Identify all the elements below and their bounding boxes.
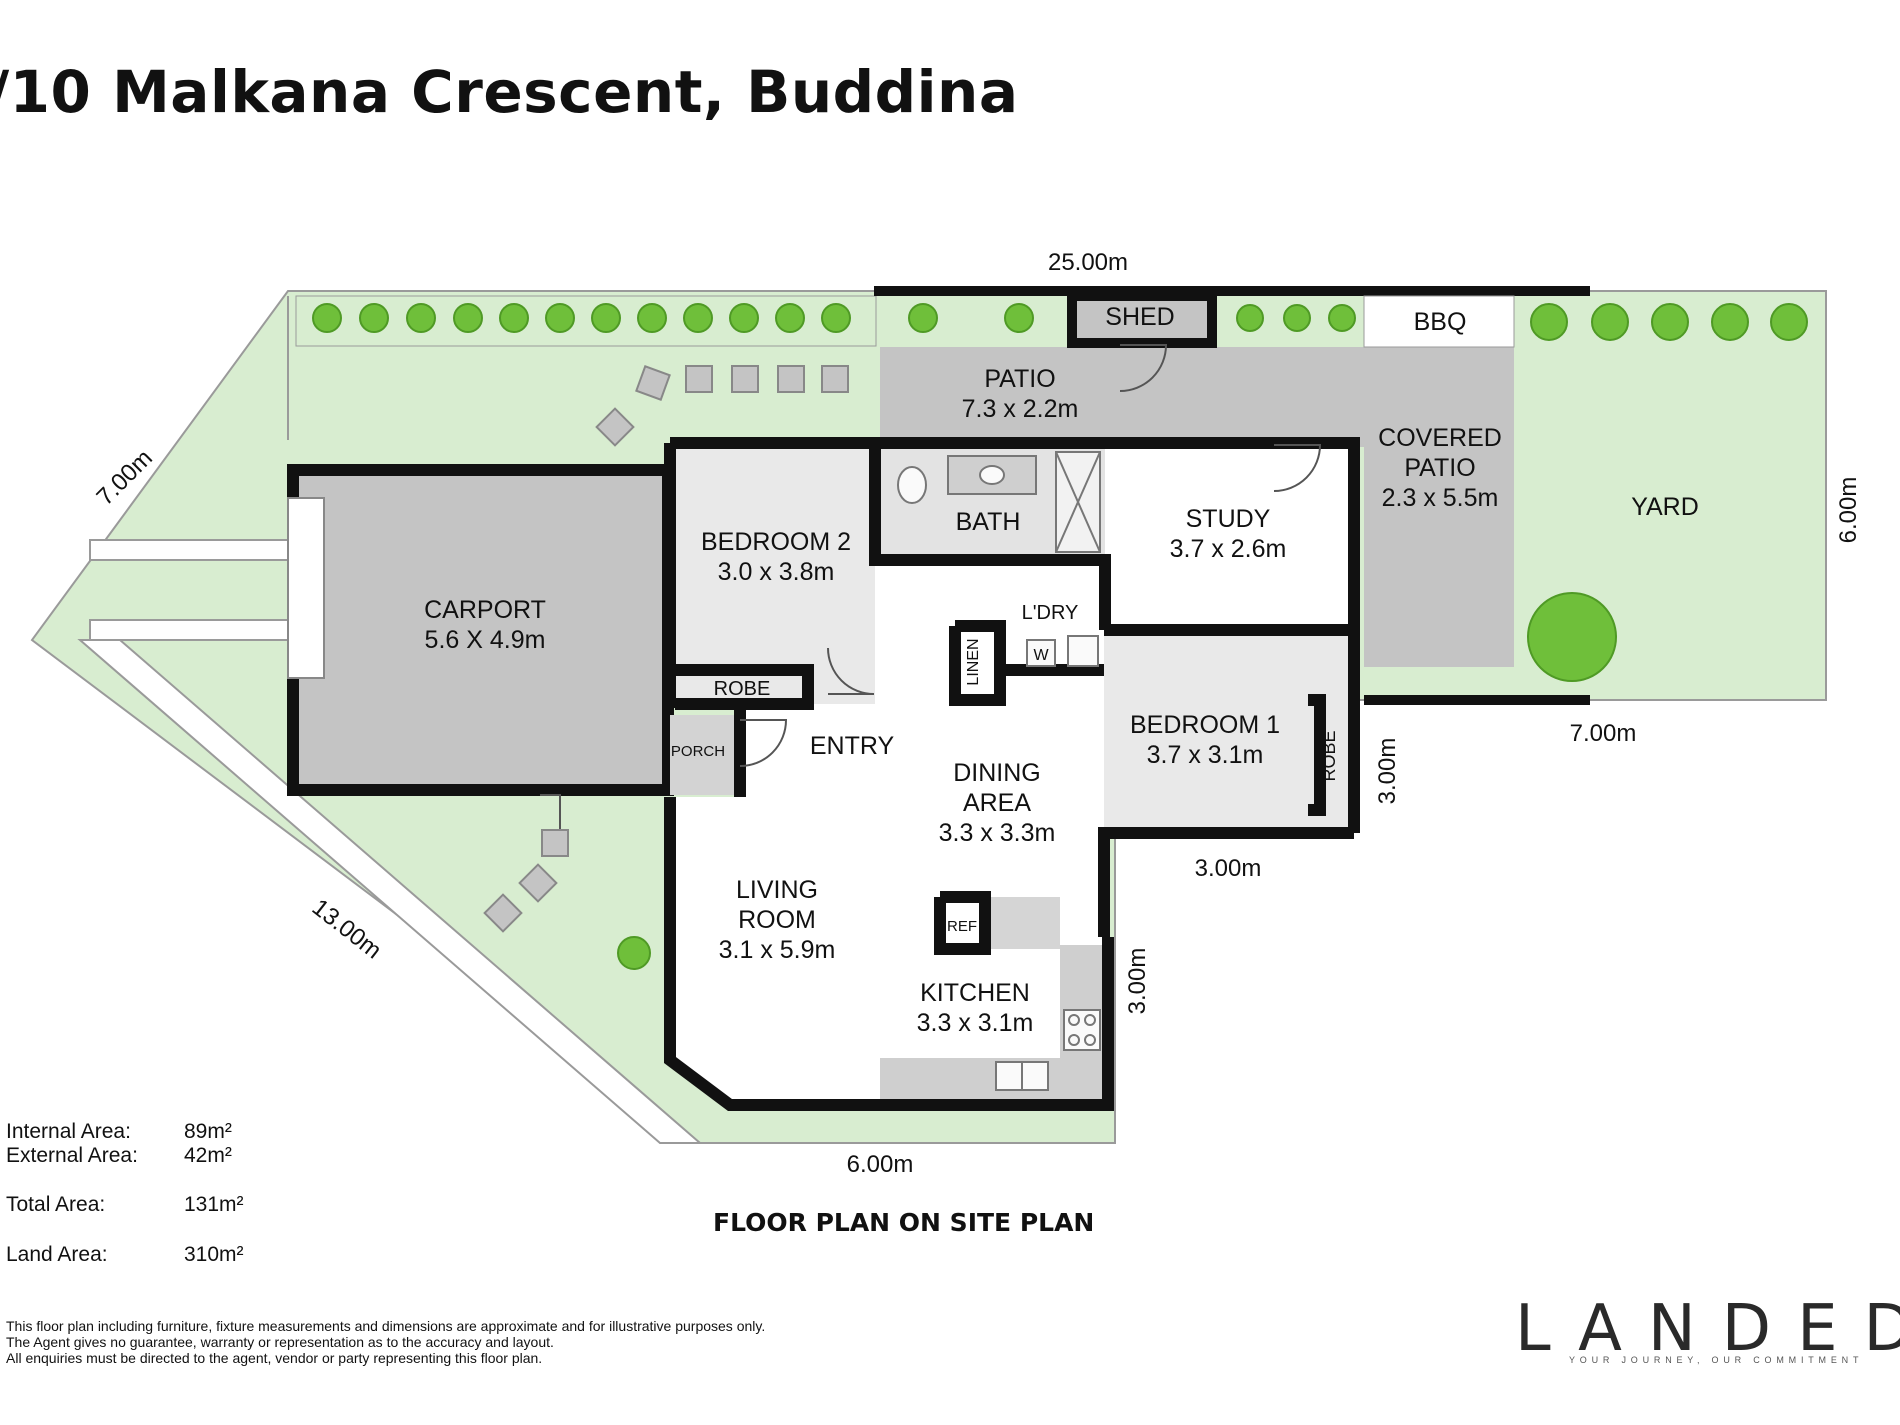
label-linen: LINEN: [965, 638, 982, 685]
label-dining-1: DINING: [953, 759, 1041, 787]
label-robe2: ROBE: [714, 678, 771, 700]
shed-room: [1067, 291, 1217, 348]
label-washer: W: [1033, 647, 1049, 664]
area-value: 310m²: [184, 1243, 244, 1266]
label-patio-size: 7.3 x 2.2m: [962, 395, 1079, 423]
label-laundry: L'DRY: [1022, 602, 1079, 624]
disclaimer-line: The Agent gives no guarantee, warranty o…: [6, 1334, 554, 1350]
carport-door: [287, 497, 325, 679]
dim-kitchen-right: 3.00m: [1124, 948, 1151, 1015]
label-dining-2: AREA: [963, 789, 1031, 817]
washer-icon: [1026, 639, 1056, 667]
shrub-icon: [312, 303, 342, 333]
area-label: Internal Area:: [6, 1120, 131, 1143]
label-bedroom2-size: 3.0 x 3.8m: [718, 558, 835, 586]
label-bath: BATH: [956, 508, 1021, 536]
label-carport-size: 5.6 X 4.9m: [425, 626, 546, 654]
logo-tagline: YOUR JOURNEY, OUR COMMITMENT: [1569, 1355, 1864, 1365]
label-covered-patio-2: PATIO: [1404, 454, 1475, 482]
label-ref: REF: [947, 918, 977, 935]
tree-icon: [1527, 592, 1617, 682]
dim-bottom: 6.00m: [847, 1151, 914, 1178]
door-swings: [540, 344, 1322, 845]
label-kitchen: KITCHEN: [920, 979, 1030, 1007]
patio-paving: [880, 347, 1364, 447]
dim-top: 25.00m: [1048, 249, 1128, 276]
area-value: 131m²: [184, 1193, 244, 1216]
kitchen-bench: [880, 1058, 1108, 1100]
label-patio: PATIO: [984, 365, 1055, 393]
brand-logo: LANDED YOUR JOURNEY, OUR COMMITMENT: [1515, 1292, 1900, 1372]
shrubs: [312, 303, 1808, 970]
area-label: Total Area:: [6, 1193, 106, 1216]
area-value: 42m²: [184, 1144, 232, 1167]
logo-wordmark: LANDED: [1515, 1292, 1900, 1366]
label-bedroom1-size: 3.7 x 3.1m: [1147, 741, 1264, 769]
dim-lower-diag: 13.00m: [307, 894, 387, 965]
bedroom1-floor: [1104, 630, 1354, 833]
label-robe1: ROBE: [1319, 730, 1339, 781]
covered-patio-area: [1364, 347, 1514, 667]
label-study: STUDY: [1186, 505, 1271, 533]
label-entry: ENTRY: [810, 732, 895, 760]
label-living-size: 3.1 x 5.9m: [719, 936, 836, 964]
cooktop-icon: [1063, 1009, 1101, 1051]
property-address-title: /10 Malkana Crescent, Buddina: [0, 58, 1019, 126]
carport-floor: [287, 464, 674, 796]
label-porch: PORCH: [671, 743, 725, 760]
label-study-size: 3.7 x 2.6m: [1170, 535, 1287, 563]
label-living-2: ROOM: [738, 906, 816, 934]
label-kitchen-size: 3.3 x 3.1m: [917, 1009, 1034, 1037]
disclaimer-line: This floor plan including furniture, fix…: [6, 1318, 766, 1334]
label-shed: SHED: [1105, 303, 1174, 331]
dim-right: 6.00m: [1835, 477, 1862, 544]
label-bedroom2: BEDROOM 2: [701, 528, 851, 556]
disclaimer: This floor plan including furniture, fix…: [6, 1318, 906, 1366]
label-covered-patio-1: COVERED: [1378, 424, 1502, 452]
porch-floor: [670, 715, 738, 795]
stepping-stones: [483, 365, 849, 933]
bedroom2-floor: [670, 448, 875, 704]
area-value: 89m²: [184, 1120, 232, 1143]
kitchen-island: [986, 897, 1060, 949]
label-dining-size: 3.3 x 3.3m: [939, 819, 1056, 847]
dim-bed1-right: 3.00m: [1374, 738, 1401, 805]
area-label: External Area:: [6, 1144, 138, 1167]
label-covered-patio-size: 2.3 x 5.5m: [1382, 484, 1499, 512]
label-yard: YARD: [1631, 493, 1699, 521]
label-bedroom1: BEDROOM 1: [1130, 711, 1280, 739]
label-living-1: LIVING: [736, 876, 818, 904]
dim-bed1-bottom: 3.00m: [1195, 855, 1262, 882]
area-label: Land Area:: [6, 1243, 108, 1266]
toilet-icon: [897, 466, 927, 504]
label-carport: CARPORT: [424, 596, 546, 624]
walls: [664, 437, 1360, 1111]
laundry-tub-icon: [1067, 635, 1099, 667]
kitchen-fixtures: [995, 635, 1101, 1091]
room-labels: SHED BBQ PATIO 7.3 x 2.2m COVERED PATIO …: [424, 303, 1699, 1037]
basin-icon: [979, 465, 1005, 485]
bath-fixtures: [897, 451, 1101, 553]
label-bbq: BBQ: [1414, 308, 1467, 336]
dimension-labels: 25.00m 7.00m 13.00m 6.00m 7.00m 3.00m 3.…: [92, 249, 1862, 1178]
disclaimer-line: All enquiries must be directed to the ag…: [6, 1350, 543, 1366]
dim-yard-bottom: 7.00m: [1570, 720, 1637, 747]
bbq-area: [1363, 295, 1515, 348]
plan-caption: FLOOR PLAN ON SITE PLAN: [713, 1208, 1095, 1237]
